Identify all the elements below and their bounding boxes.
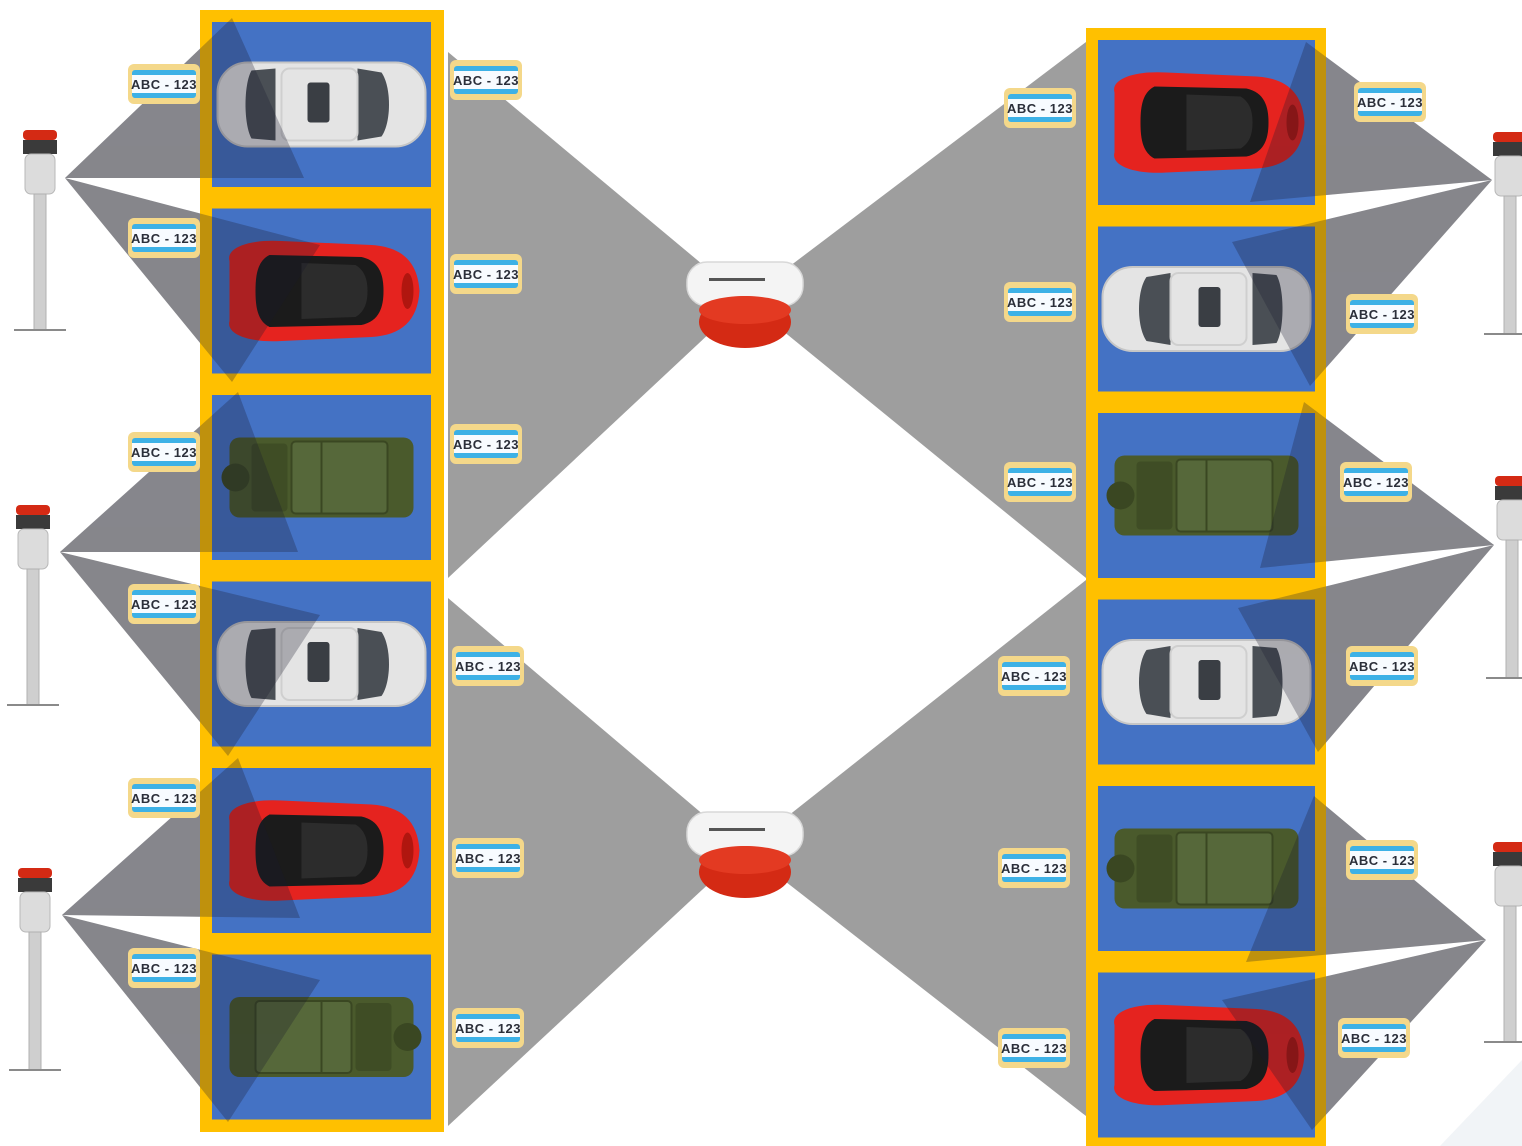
pole-camera-left-2 [7,505,59,705]
plate-number: ABC - 123 [1343,475,1409,490]
olive-suv-car-icon [1107,456,1299,536]
corner-texture [1440,1060,1522,1146]
license-plate-16: ABC - 123 [998,656,1070,696]
pole-camera-left-1 [14,130,66,330]
license-plate-4: ABC - 123 [128,584,200,624]
pole-camera-icon [7,505,59,705]
plate-number: ABC - 123 [131,231,197,246]
pole-camera-icon [1486,476,1522,678]
plate-number: ABC - 123 [455,851,521,866]
license-plate-11: ABC - 123 [452,838,524,878]
pole-camera-icon [9,868,61,1070]
plate-number: ABC - 123 [1349,659,1415,674]
plate-number: ABC - 123 [1341,1031,1407,1046]
plate-number: ABC - 123 [1349,307,1415,322]
license-plate-1: ABC - 123 [128,64,200,104]
license-plate-19: ABC - 123 [1354,82,1426,122]
license-plate-20: ABC - 123 [1346,294,1418,334]
plate-number: ABC - 123 [131,77,197,92]
plate-number: ABC - 123 [455,1021,521,1036]
pole-camera-right-1 [1484,132,1522,334]
plate-number: ABC - 123 [1001,1041,1067,1056]
pole-camera-icon [1484,132,1522,334]
license-plate-13: ABC - 123 [1004,88,1076,128]
plate-number: ABC - 123 [1001,861,1067,876]
plate-number: ABC - 123 [131,597,197,612]
license-plate-9: ABC - 123 [450,424,522,464]
license-plate-8: ABC - 123 [450,254,522,294]
plate-number: ABC - 123 [131,791,197,806]
pole-camera-icon [1484,842,1522,1042]
license-plate-15: ABC - 123 [1004,462,1076,502]
license-plate-14: ABC - 123 [1004,282,1076,322]
plate-number: ABC - 123 [453,267,519,282]
license-plate-2: ABC - 123 [128,218,200,258]
plate-number: ABC - 123 [1007,475,1073,490]
plate-number: ABC - 123 [455,659,521,674]
license-plate-5: ABC - 123 [128,778,200,818]
plate-number: ABC - 123 [453,437,519,452]
license-plate-22: ABC - 123 [1346,646,1418,686]
license-plate-7: ABC - 123 [450,60,522,100]
plate-number: ABC - 123 [1349,853,1415,868]
plate-number: ABC - 123 [131,445,197,460]
pole-camera-right-3 [1484,842,1522,1042]
plate-number: ABC - 123 [1007,295,1073,310]
license-plate-18: ABC - 123 [998,1028,1070,1068]
pole-camera-left-3 [9,868,61,1070]
plate-number: ABC - 123 [131,961,197,976]
license-plate-6: ABC - 123 [128,948,200,988]
beam-overhead-top-left [448,52,745,578]
plate-number: ABC - 123 [453,73,519,88]
license-plate-12: ABC - 123 [452,1008,524,1048]
license-plate-24: ABC - 123 [1338,1018,1410,1058]
pole-camera-right-2 [1486,476,1522,678]
license-plate-17: ABC - 123 [998,848,1070,888]
plate-number: ABC - 123 [1357,95,1423,110]
license-plate-23: ABC - 123 [1346,840,1418,880]
license-plate-21: ABC - 123 [1340,462,1412,502]
plate-number: ABC - 123 [1007,101,1073,116]
olive-suv-car-icon [1107,829,1299,909]
license-plate-10: ABC - 123 [452,646,524,686]
license-plate-3: ABC - 123 [128,432,200,472]
pole-camera-icon [14,130,66,330]
plate-number: ABC - 123 [1001,669,1067,684]
